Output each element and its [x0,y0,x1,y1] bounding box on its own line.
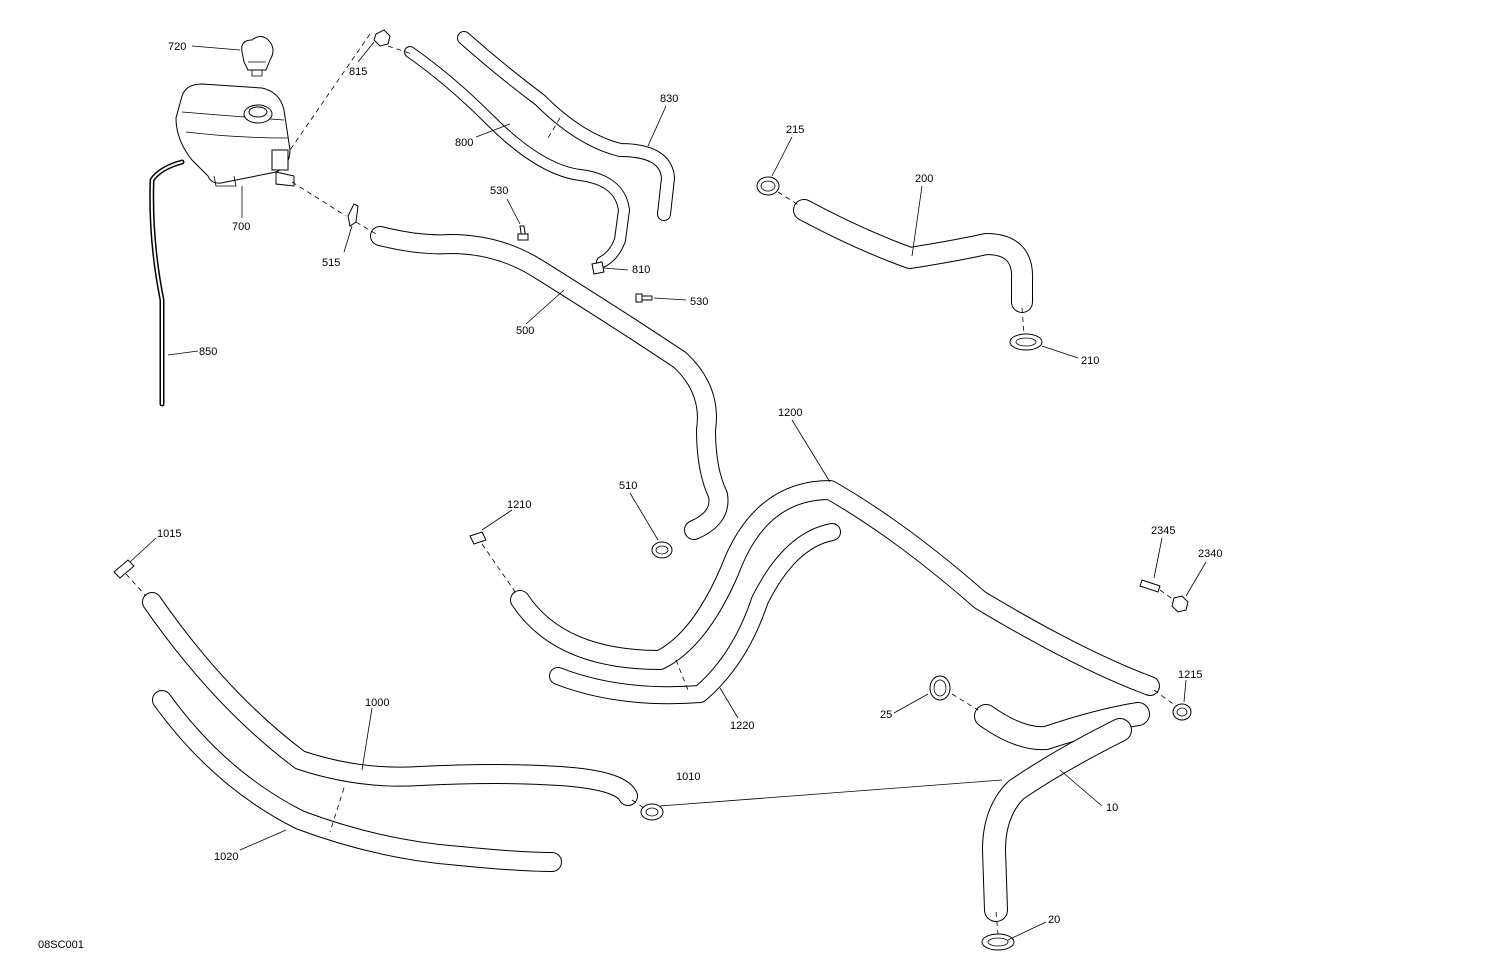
part-1020-protective-sleeve [152,690,562,872]
callout-200: 200 [915,173,933,185]
callout-1015: 1015 [157,528,181,540]
callout-labels: 720 815 700 850 515 530 530 810 800 830 … [38,41,1222,951]
callout-515: 515 [322,257,340,269]
part-2345-bleeder-screw [1139,579,1161,593]
part-810-clamp [591,261,605,275]
part-830-hose [457,31,675,221]
callout-215: 215 [786,124,804,136]
part-530-bolt-a [517,225,529,241]
part-1000-hose [142,592,638,806]
part-20-clamp [981,933,1015,951]
part-515-bracket [347,203,359,227]
callout-20: 20 [1048,914,1060,926]
part-815-fitting [373,29,391,47]
part-2340-nut [1171,595,1189,613]
part-700-coolant-reservoir [175,83,295,187]
callout-815: 815 [349,66,367,78]
callout-500: 500 [516,325,534,337]
callout-1000: 1000 [365,697,389,709]
callout-1200: 1200 [778,407,802,419]
part-1220-protective-sleeve [549,523,841,705]
callout-2345: 2345 [1151,525,1175,537]
callout-1020: 1020 [214,851,238,863]
callout-830: 830 [660,93,678,105]
callout-510: 510 [619,480,637,492]
part-25-clamp [929,675,951,701]
part-800-hose [404,46,630,268]
part-1215-clamp [1172,703,1192,721]
assembly-lines [125,33,1177,935]
callout-720: 720 [168,41,186,53]
callout-700: 700 [232,221,250,233]
callout-210: 210 [1081,355,1099,367]
part-1200-hose [510,480,1160,696]
part-210-clamp [1009,333,1043,351]
part-200-hose [793,199,1034,313]
part-500-hose [370,226,729,540]
callout-850: 850 [199,346,217,358]
figure-code: 08SC001 [38,939,84,951]
callout-25: 25 [880,709,892,721]
callout-530-upper: 530 [490,185,508,197]
callout-530-lower: 530 [690,296,708,308]
leader-lines [129,41,1207,941]
part-215-clamp [756,176,780,196]
callout-1215: 1215 [1178,669,1202,681]
part-10-hose [974,702,1150,922]
part-1210-fitting [469,531,487,545]
part-510-clamp [651,541,673,559]
callout-1010: 1010 [676,771,700,783]
callout-1210: 1210 [507,499,531,511]
part-1015-fitting [113,559,135,579]
callout-1220: 1220 [730,720,754,732]
part-530-bolt-b [635,293,653,303]
part-720-reservoir-cap [241,36,274,77]
callout-10: 10 [1106,802,1118,814]
part-1010-clamp [640,803,664,821]
callout-2340: 2340 [1198,548,1222,560]
callout-810: 810 [632,264,650,276]
callout-800: 800 [455,137,473,149]
part-850-vent-tube [149,159,185,407]
